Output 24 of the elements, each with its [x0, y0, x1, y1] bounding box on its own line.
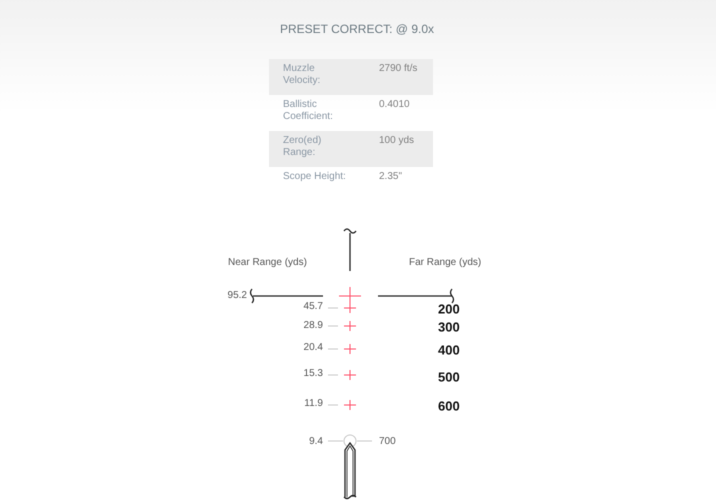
parameter-value: 100 yds: [379, 135, 414, 147]
far-range-value: 600: [438, 398, 460, 414]
range-heading: Far Range (yds): [409, 257, 482, 269]
far-range-value: 300: [438, 320, 460, 334]
parameter-name: Scope Height:: [283, 171, 347, 183]
near-range-value: 45.7: [304, 301, 323, 313]
near-range-value: 15.3: [304, 368, 323, 380]
far-range-value: 500: [438, 370, 460, 384]
page-title: PRESET CORRECT: @ 9.0x: [279, 23, 435, 35]
far-range-value: 700: [379, 436, 396, 448]
near-range-value: 28.9: [304, 320, 323, 332]
far-range-value: 200: [438, 302, 460, 316]
parameter-value: 0.4010: [379, 99, 410, 111]
range-heading: Near Range (yds): [228, 257, 307, 269]
near-range-value: 11.9: [304, 398, 323, 410]
parameter-name: Zero(ed) Range:: [283, 135, 322, 159]
near-range-value: 9.4: [309, 436, 323, 448]
near-range-value: 95.2: [228, 290, 247, 302]
parameter-value: 2.35": [379, 171, 402, 183]
parameter-name: Ballistic Coefficient:: [283, 99, 334, 123]
parameter-name: Muzzle Velocity:: [283, 63, 322, 87]
near-range-value: 20.4: [304, 342, 323, 354]
parameter-value: 2790 ft/s: [379, 63, 418, 75]
far-range-value: 400: [438, 342, 460, 358]
